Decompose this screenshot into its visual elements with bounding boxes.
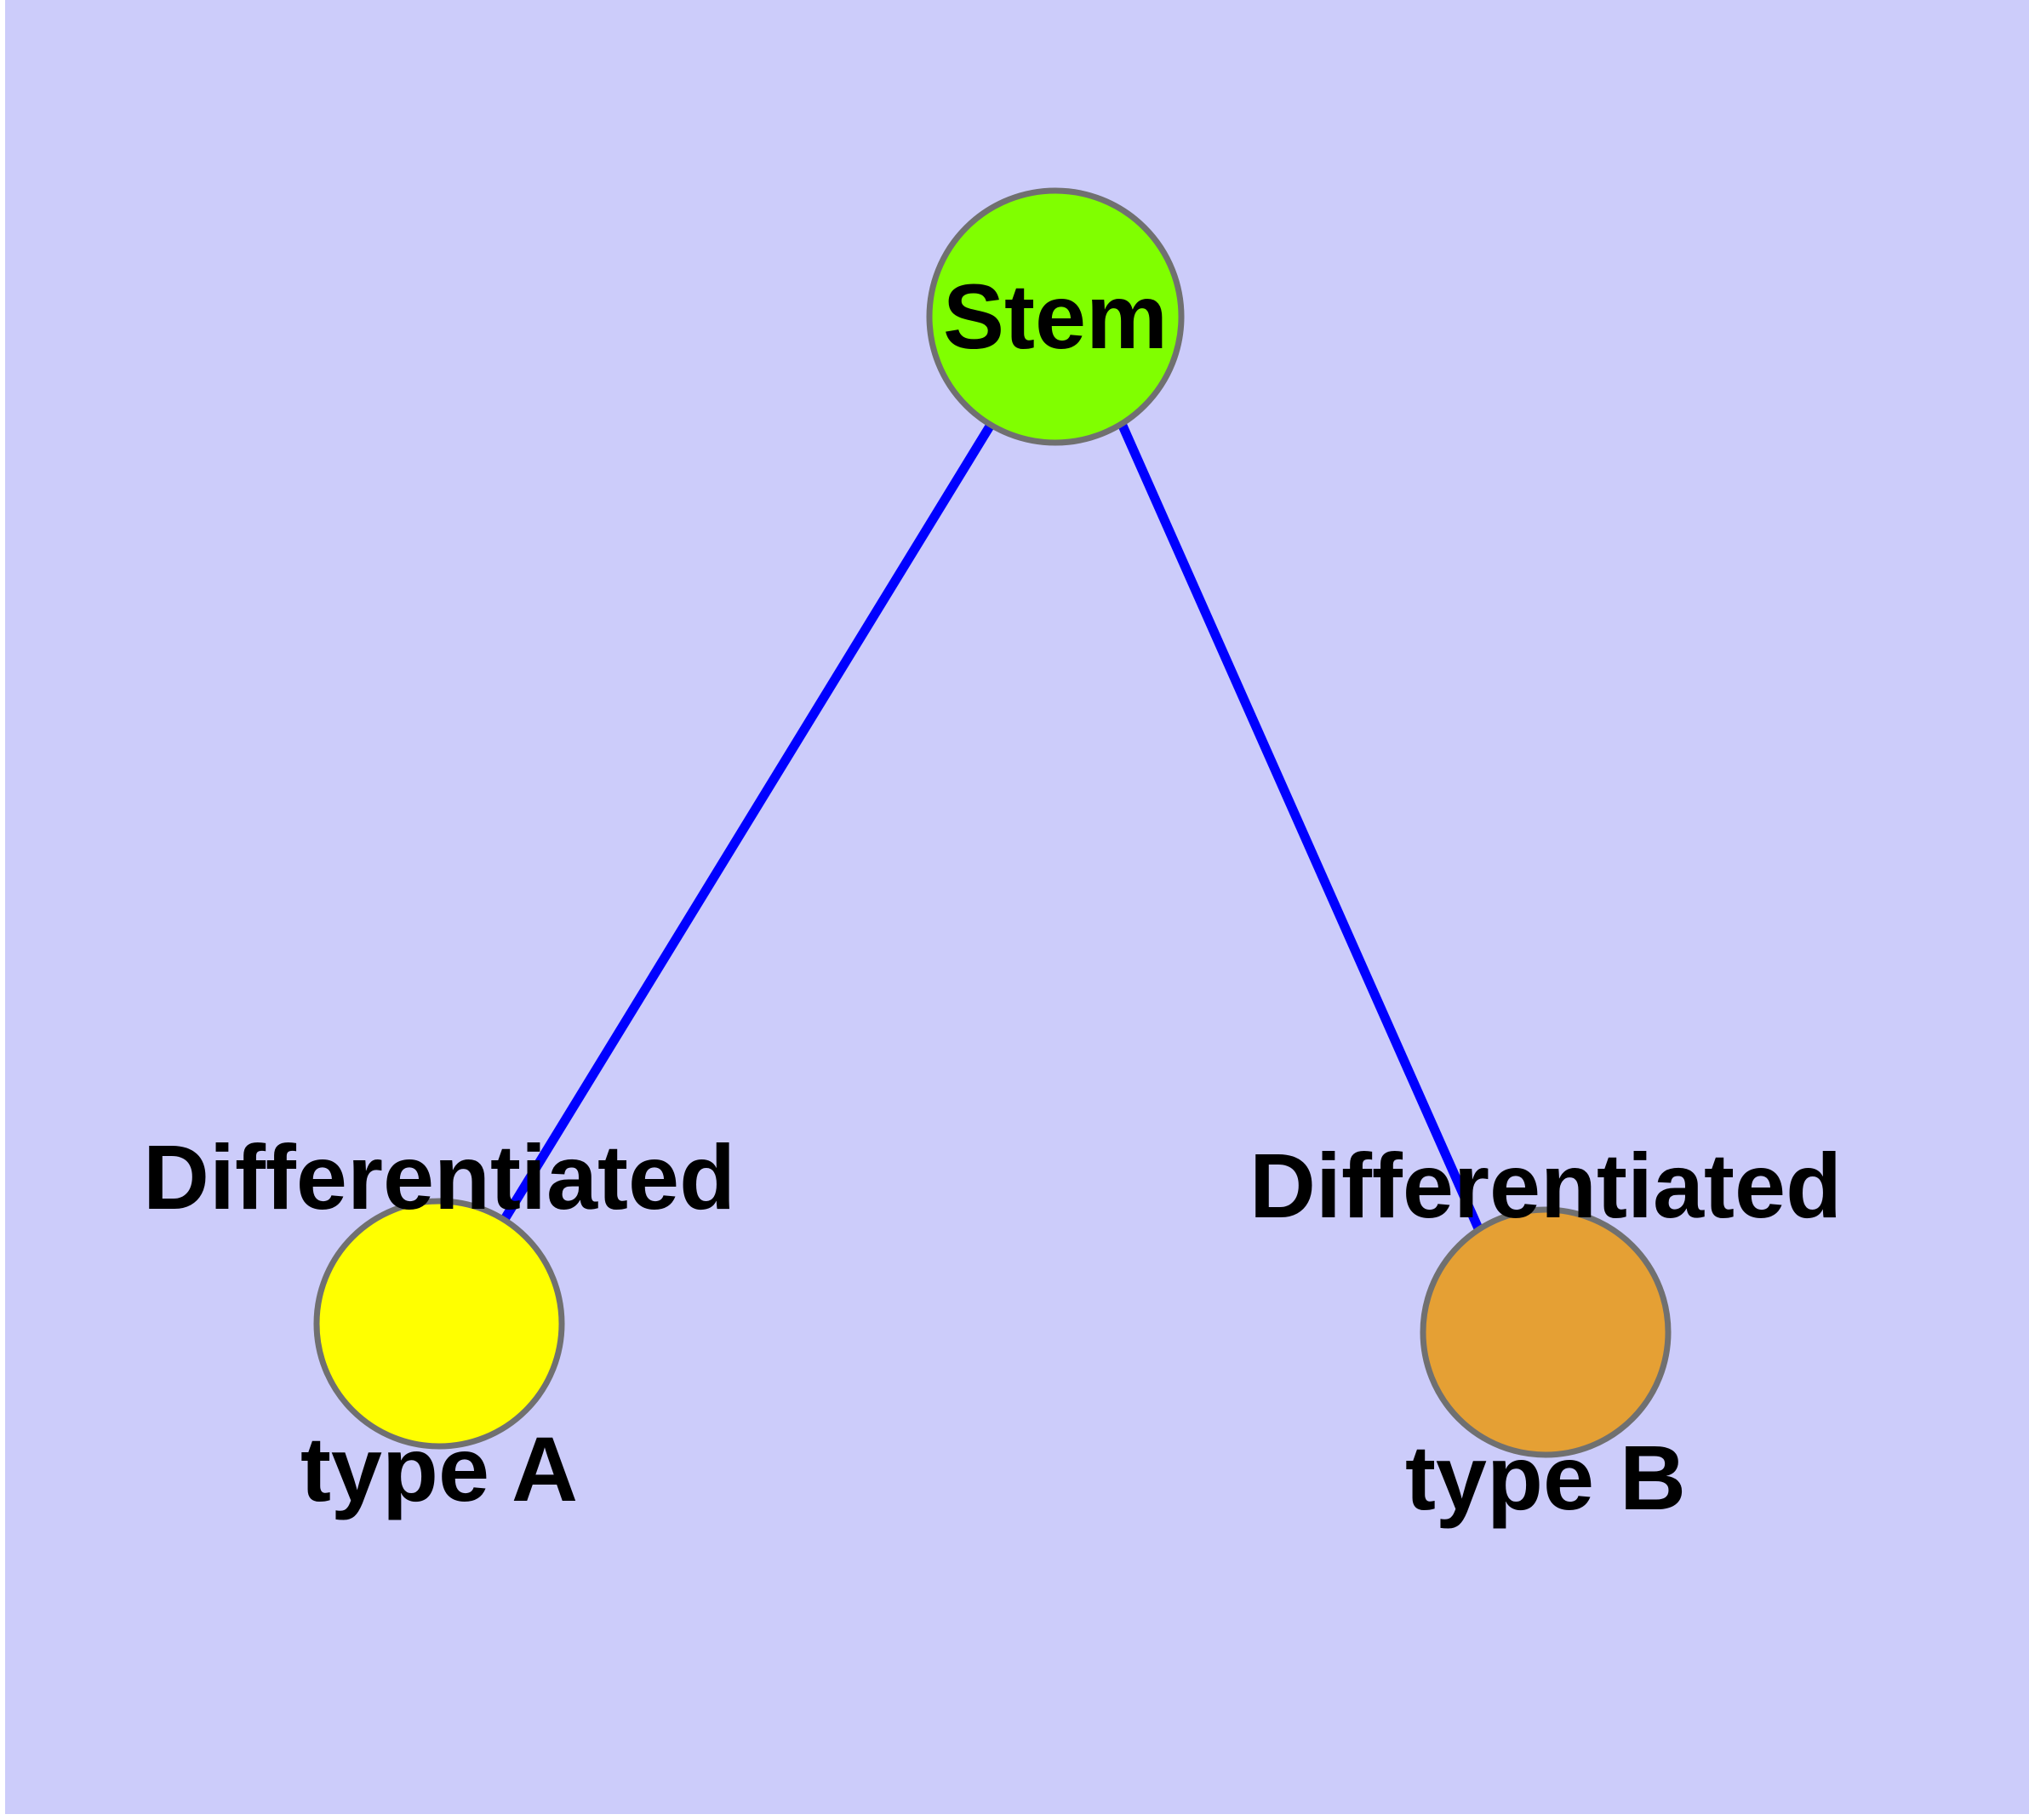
node-stem[interactable] (926, 187, 1185, 446)
node-differentiated-type-b[interactable] (1420, 1206, 1672, 1458)
node-layer (313, 187, 1672, 1458)
edge-layer (500, 422, 1483, 1231)
edge-stem-to-diff-b (1117, 423, 1483, 1231)
edge-stem-to-diff-a (500, 422, 995, 1222)
node-differentiated-type-a[interactable] (313, 1198, 565, 1450)
